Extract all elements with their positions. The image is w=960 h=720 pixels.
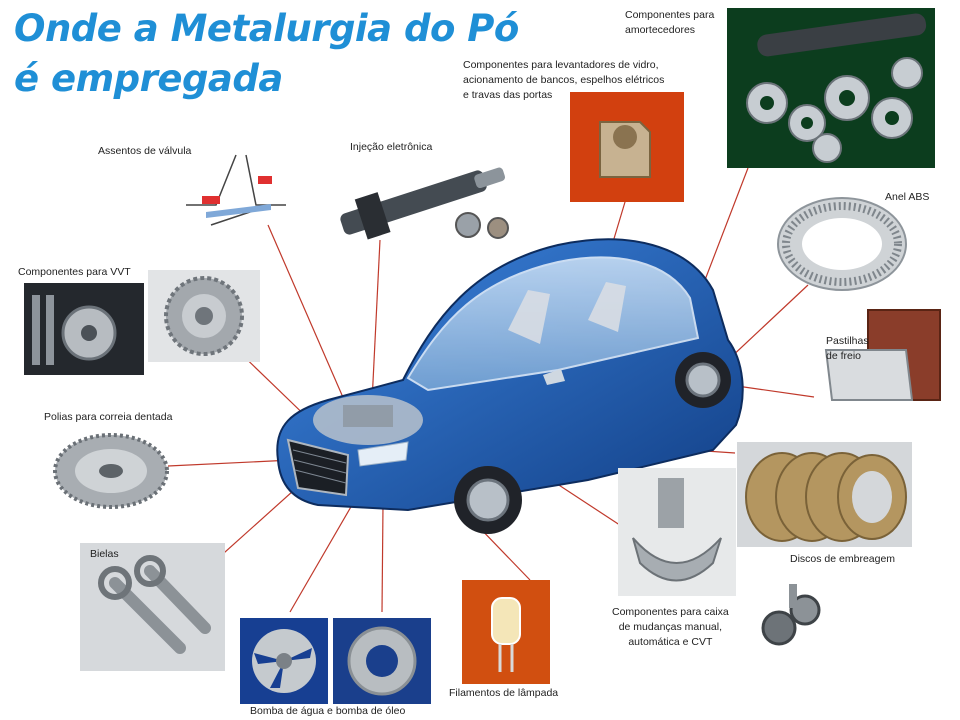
- label-bomba: Bomba de água e bomba de óleo: [250, 705, 406, 717]
- vvt-photo-engine: [24, 283, 144, 375]
- caixa-photo-fork: [618, 468, 736, 596]
- polias-photo: [53, 433, 169, 509]
- label-polias: Polias para correia dentada: [44, 411, 173, 423]
- label-assentos: Assentos de válvula: [98, 145, 192, 157]
- car-illustration: [276, 238, 744, 534]
- leader-assentos: [267, 224, 346, 403]
- injecao-illustration: [340, 167, 509, 240]
- bomba-oleo-photo: [333, 618, 431, 704]
- leader-bomba-1: [289, 504, 353, 613]
- label-filamentos: Filamentos de lâmpada: [449, 687, 559, 699]
- amortecedores-photo: [727, 8, 935, 168]
- pastilhas-photo: [824, 309, 941, 401]
- label-pastilhas: Pastilhas de freio: [826, 335, 869, 362]
- caixa-photo-gears: [761, 584, 821, 646]
- label-anel-abs: Anel ABS: [885, 191, 930, 203]
- levantadores-photo: [570, 92, 684, 202]
- label-amortecedores: Componentes para amortecedores: [625, 9, 715, 36]
- label-vvt: Componentes para VVT: [18, 266, 131, 278]
- leader-injecao: [371, 239, 381, 403]
- label-caixa: Componentes para caixa de mudanças manua…: [612, 606, 729, 648]
- label-levantadores: Componentes para levantadores de vidro, …: [463, 59, 665, 101]
- title-line-2: é empregada: [14, 57, 283, 100]
- bielas-photo: [80, 543, 225, 671]
- leader-pastilhas: [729, 384, 815, 398]
- bomba-agua-photo: [240, 618, 328, 704]
- assentos-illustration: [186, 154, 286, 226]
- leader-bomba-2: [381, 504, 384, 613]
- label-bielas: Bielas: [90, 548, 119, 560]
- anel-abs-photo: [777, 197, 907, 291]
- vvt-photo-gear: [148, 270, 260, 362]
- filamentos-photo: [462, 580, 550, 684]
- leader-polias: [167, 459, 293, 467]
- label-injecao: Injeção eletrônica: [350, 141, 433, 153]
- title-line-1: Onde a Metalurgia do Pó: [14, 7, 519, 50]
- page-title: Onde a Metalurgia do Pó é empregada: [14, 4, 519, 104]
- label-discos: Discos de embreagem: [790, 553, 896, 565]
- discos-photo: [737, 442, 912, 547]
